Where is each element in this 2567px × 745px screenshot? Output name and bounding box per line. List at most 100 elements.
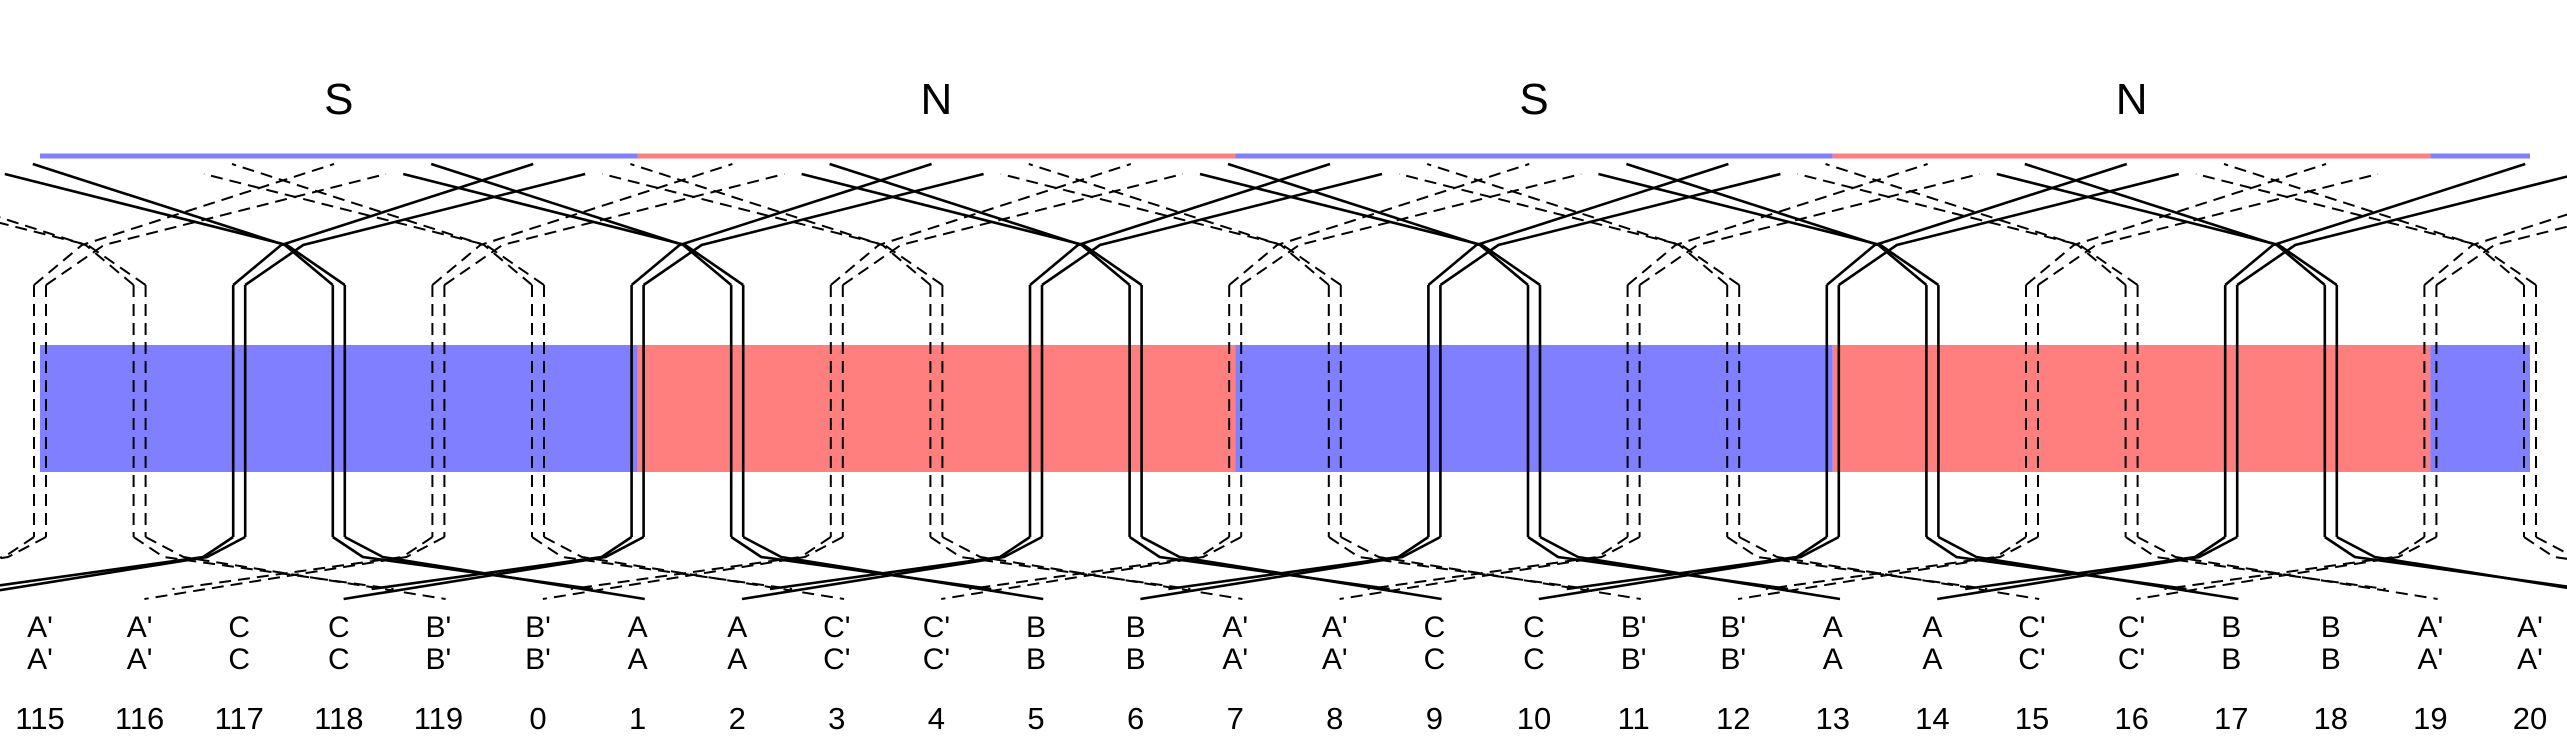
- end-turn-bottom: [0, 535, 246, 592]
- end-turn-bottom: [2137, 536, 2438, 600]
- end-turn-top: [1028, 163, 1330, 286]
- slot-number: 14: [1915, 701, 1949, 736]
- slot-phase-top: B: [2321, 611, 2341, 644]
- end-turn-top: [1838, 172, 2180, 287]
- end-turn-top: [33, 163, 335, 286]
- slot-phase-top: A: [727, 611, 747, 644]
- slot-phase-top: B: [1126, 611, 1146, 644]
- end-turn-bottom: [741, 535, 1043, 601]
- pole-band: [637, 345, 1236, 472]
- slot-phase-bottom: B': [426, 643, 452, 676]
- slot-phase-bottom: B: [1126, 643, 1146, 676]
- slot-phase-top: A': [27, 611, 53, 644]
- pole-band: [2430, 345, 2530, 472]
- end-turn-top: [2037, 173, 2379, 286]
- slot-phase-bottom: A': [2418, 643, 2444, 676]
- end-turn-top: [1228, 163, 1530, 286]
- slot-phase-bottom: C': [923, 643, 950, 676]
- end-turn-top: [443, 173, 785, 286]
- end-turn-bottom: [941, 536, 1243, 600]
- coil-windings: [0, 162, 2567, 601]
- end-turn-top: [1996, 172, 2338, 287]
- slot-phase-top: A': [1322, 611, 1348, 644]
- slot-phase-top: A': [2517, 611, 2543, 644]
- slot-number: 5: [1027, 701, 1044, 736]
- slot-phase-top: B': [1621, 611, 1647, 644]
- end-turn-top: [801, 172, 1143, 287]
- slot-number: 20: [2513, 701, 2547, 736]
- end-turn-top: [2223, 163, 2525, 286]
- slot-phase-bottom: A': [127, 643, 153, 676]
- slot-phase-top: A: [1922, 611, 1942, 644]
- slot-number: 118: [314, 701, 363, 736]
- slot-phase-bottom: A: [1922, 643, 1942, 676]
- slot-phase-bottom: B': [525, 643, 551, 676]
- slot-number: 17: [2214, 701, 2248, 736]
- slot-phase-bottom: A': [1322, 643, 1348, 676]
- slot-phase-bottom: C: [328, 643, 350, 676]
- end-turn-bottom: [542, 536, 844, 600]
- end-turn-top: [203, 173, 545, 286]
- pole-band: [1235, 345, 1833, 472]
- end-turn-bottom: [941, 536, 1242, 600]
- slot-phase-bottom: C': [2018, 643, 2045, 676]
- end-turn-bottom: [570, 536, 832, 590]
- slot-number: 2: [729, 701, 746, 736]
- end-turn-top: [1041, 172, 1383, 287]
- slot-number: 10: [1517, 701, 1551, 736]
- magnet-pole-bands: [40, 153, 2530, 472]
- slot-number: 15: [2015, 701, 2049, 736]
- slot-phase-bottom: A: [628, 643, 648, 676]
- slot-number: 16: [2114, 701, 2148, 736]
- end-turn-top: [2025, 163, 2327, 286]
- end-turn-bottom: [2336, 535, 2567, 590]
- end-turn-top: [231, 163, 533, 286]
- slot-phase-bottom: A': [27, 643, 53, 676]
- end-turn-bottom: [2136, 536, 2437, 600]
- slot-number: 115: [15, 701, 64, 736]
- end-turn-top: [2423, 213, 2567, 286]
- end-turn-top: [1240, 173, 1582, 286]
- slot-phase-top: C': [823, 611, 850, 644]
- slot-phase-top: A': [127, 611, 153, 644]
- slot-number: 1: [629, 701, 646, 736]
- slot-phase-top: A': [2418, 611, 2444, 644]
- slot-phase-bottom: A: [1823, 643, 1843, 676]
- end-turn-top: [830, 163, 1132, 286]
- end-turn-top: [1426, 163, 1728, 286]
- end-turn-top: [1398, 173, 1740, 286]
- end-turn-top: [1825, 163, 2127, 286]
- end-turn-bottom: [1367, 536, 1629, 590]
- slot-phase-bottom: B: [2221, 643, 2241, 676]
- slot-phase-bottom: C: [1523, 643, 1545, 676]
- slot-phase-bottom: B': [1720, 643, 1746, 676]
- end-turn-top: [4, 172, 346, 287]
- end-turn-bottom: [543, 536, 845, 600]
- end-turn-bottom: [343, 535, 645, 601]
- end-turn-top: [842, 173, 1184, 286]
- end-turn-bottom: [144, 536, 445, 600]
- end-turn-top: [630, 163, 932, 286]
- end-turn-bottom: [1140, 535, 1442, 601]
- slot-number: 4: [928, 701, 945, 736]
- slot-phase-bottom: C: [228, 643, 250, 676]
- end-turn-bottom: [1936, 535, 2238, 601]
- end-turn-bottom: [1937, 535, 2239, 601]
- slot-phase-top: C': [923, 611, 950, 644]
- slot-phase-top: C': [2018, 611, 2045, 644]
- slot-number: 8: [1326, 701, 1343, 736]
- end-turn-bottom: [2535, 536, 2567, 555]
- pole-label: N: [921, 75, 953, 124]
- slot-number: 117: [214, 701, 263, 736]
- end-turn-top: [2236, 175, 2567, 287]
- pole-label: N: [2116, 75, 2148, 124]
- end-turn-top: [1000, 173, 1342, 286]
- slot-phase-top: B: [2221, 611, 2241, 644]
- slot-phase-top: C: [328, 611, 350, 644]
- slot-phase-bottom: A': [2517, 643, 2543, 676]
- slot-number: 19: [2413, 701, 2447, 736]
- end-turn-top: [2435, 225, 2567, 286]
- end-turn-bottom: [1339, 536, 1641, 600]
- end-turn-top: [45, 173, 387, 286]
